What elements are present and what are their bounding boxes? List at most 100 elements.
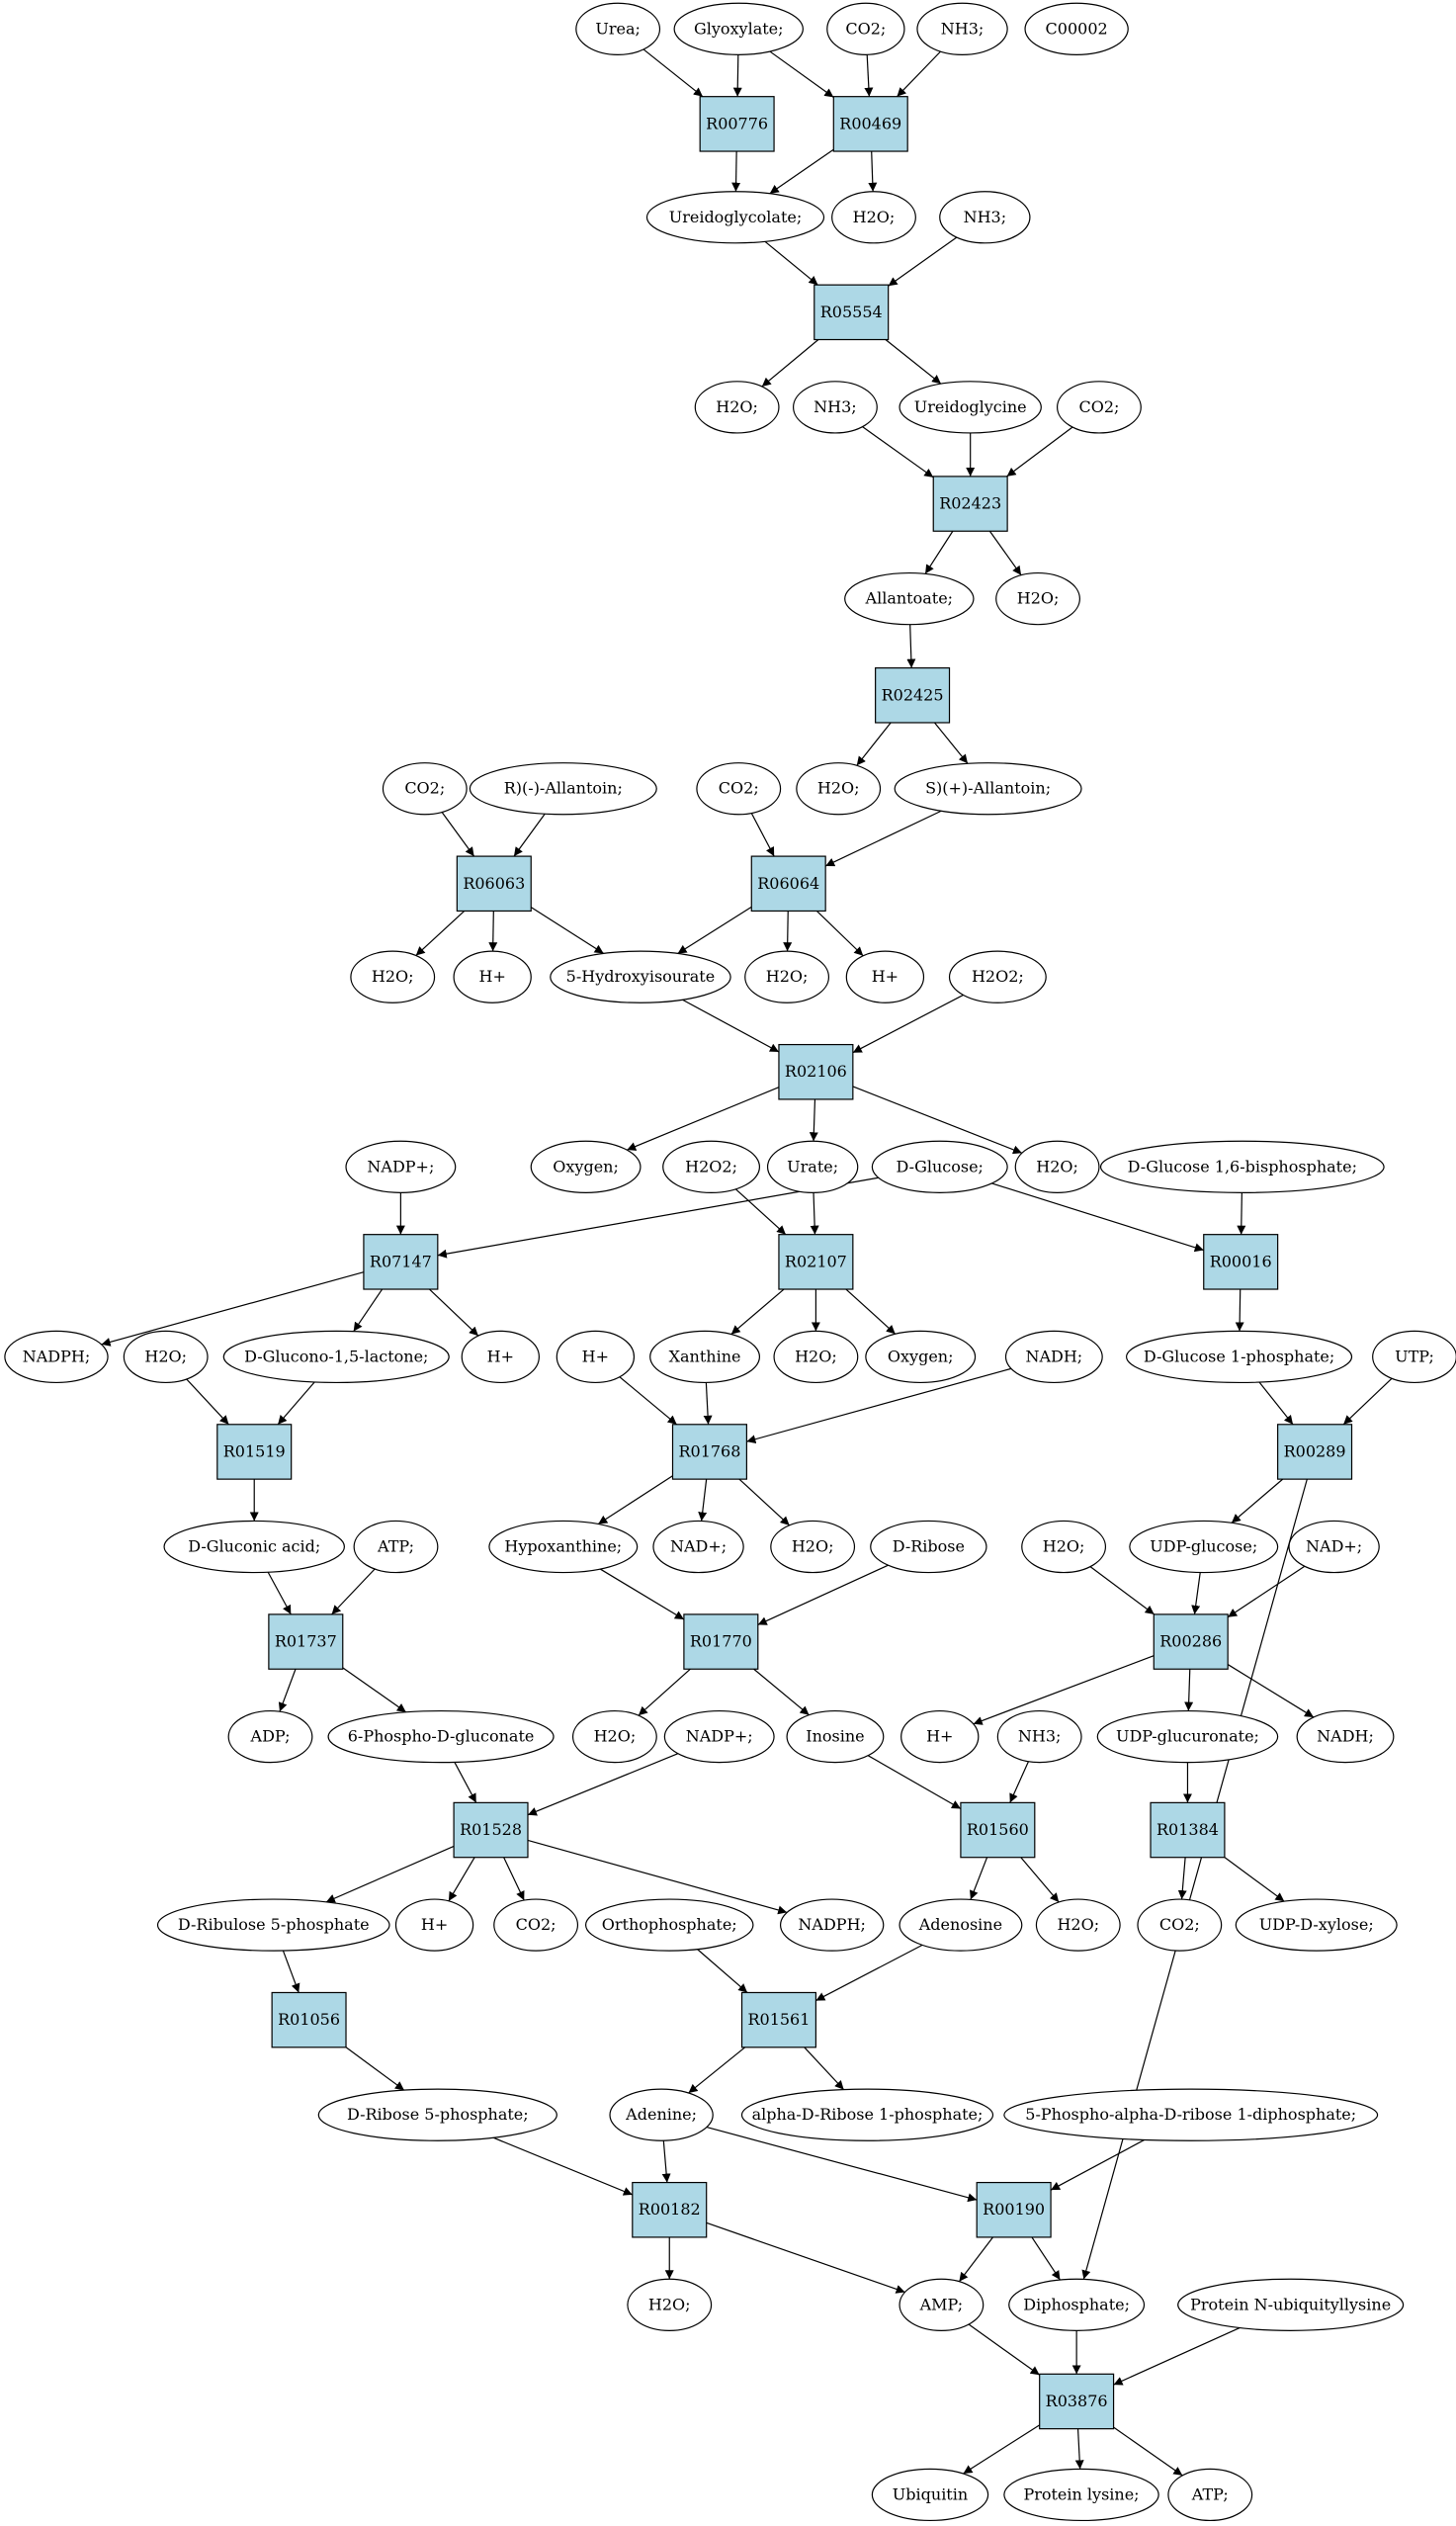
metabolite-node-udpglucose[interactable]: UDP-glucose; [1129,1520,1279,1574]
metabolite-node-co2_5[interactable]: CO2; [493,1898,579,1952]
metabolite-node-h2o_9[interactable]: H2O; [773,1330,859,1384]
metabolite-node-glucono[interactable]: D-Glucono-1,5-lactone; [222,1330,450,1384]
reaction-node-R02106[interactable]: R02106 [778,1043,854,1100]
metabolite-node-h2o_10[interactable]: H2O; [770,1520,856,1574]
reaction-node-R01560[interactable]: R01560 [960,1801,1036,1859]
reaction-node-R00182[interactable]: R00182 [632,2181,708,2238]
metabolite-node-prpp[interactable]: 5-Phospho-alpha-D-ribose 1-diphosphate; [1003,2088,1379,2141]
reaction-node-R01519[interactable]: R01519 [216,1424,293,1480]
metabolite-node-dglucose[interactable]: D-Glucose; [871,1140,1008,1193]
reaction-node-R02423[interactable]: R02423 [932,476,1008,532]
reaction-node-R03876[interactable]: R03876 [1039,2373,1115,2430]
reaction-node-R00190[interactable]: R00190 [976,2181,1052,2238]
metabolite-node-atp_1[interactable]: ATP; [353,1520,439,1574]
metabolite-node-oxygen_2[interactable]: Oxygen; [865,1330,977,1384]
metabolite-node-co2_3[interactable]: CO2; [696,762,782,816]
metabolite-node-dglucose1p[interactable]: D-Glucose 1-phosphate; [1126,1330,1353,1384]
metabolite-node-alpharibose1p[interactable]: alpha-D-Ribose 1-phosphate; [740,2088,994,2141]
reaction-node-R01768[interactable]: R01768 [671,1424,747,1480]
metabolite-node-nh3_2[interactable]: NH3; [939,191,1031,244]
metabolite-node-proteinlysine[interactable]: Protein lysine; [1003,2468,1159,2522]
metabolite-node-h2o_5[interactable]: H2O; [350,950,436,1003]
metabolite-node-diphosphate[interactable]: Diphosphate; [1008,2278,1146,2331]
metabolite-node-h2o_1[interactable]: H2O; [831,191,916,244]
metabolite-node-h2o_2[interactable]: H2O; [694,381,780,434]
metabolite-node-nadpplus_1[interactable]: NADP+; [345,1140,457,1193]
metabolite-node-oxygen_1[interactable]: Oxygen; [530,1140,642,1193]
metabolite-node-hplus_2[interactable]: H+ [845,950,925,1003]
metabolite-node-h2o_3[interactable]: H2O; [995,571,1080,626]
metabolite-node-h2o2_1[interactable]: H2O2; [948,950,1047,1003]
metabolite-node-nadplus_2[interactable]: NAD+; [1288,1520,1380,1574]
metabolite-node-hplus_6[interactable]: H+ [394,1898,474,1952]
metabolite-node-udpglucuronate[interactable]: UDP-glucuronate; [1096,1709,1279,1764]
metabolite-node-ribose5p[interactable]: D-Ribose 5-phosphate; [317,2088,557,2141]
metabolite-node-co2_2[interactable]: CO2; [1056,381,1142,434]
metabolite-node-adenine[interactable]: Adenine; [609,2088,714,2141]
metabolite-node-dglucose16bp[interactable]: D-Glucose 1,6-bisphosphate; [1099,1140,1385,1193]
metabolite-node-allantoate[interactable]: Allantoate; [844,571,975,626]
metabolite-node-nadpplus_2[interactable]: NADP+; [663,1709,775,1764]
reaction-node-R00289[interactable]: R00289 [1277,1424,1353,1480]
reaction-node-R01561[interactable]: R01561 [740,1991,816,2048]
metabolite-node-s_allantoin[interactable]: S)(+)-Allantoin; [894,762,1082,816]
metabolite-node-nh3_3[interactable]: NH3; [793,381,878,434]
metabolite-node-h2o_11[interactable]: H2O; [1021,1520,1107,1574]
metabolite-node-h2o_4[interactable]: H2O; [796,762,882,816]
metabolite-node-atp_2[interactable]: ATP; [1167,2468,1253,2522]
metabolite-node-ribulose5p[interactable]: D-Ribulose 5-phosphate [156,1898,390,1952]
reaction-node-R01528[interactable]: R01528 [453,1801,529,1859]
metabolite-node-h2o_13[interactable]: H2O; [1035,1898,1121,1952]
metabolite-node-amp[interactable]: AMP; [899,2278,985,2331]
metabolite-node-phosphogluconate[interactable]: 6-Phospho-D-gluconate [327,1709,555,1764]
metabolite-node-nh3_4[interactable]: NH3; [996,1709,1082,1764]
metabolite-node-co2_6[interactable]: CO2; [1137,1898,1223,1952]
metabolite-node-nadh_1[interactable]: NADH; [1004,1330,1103,1384]
metabolite-node-hplus_3[interactable]: H+ [461,1330,540,1384]
metabolite-node-gluconic[interactable]: D-Gluconic acid; [163,1520,345,1574]
reaction-node-R00016[interactable]: R00016 [1203,1234,1279,1290]
metabolite-node-ubiquitin[interactable]: Ubiquitin [871,2468,989,2522]
metabolite-node-h2o_12[interactable]: H2O; [571,1709,657,1764]
metabolite-node-hydroxyisourate[interactable]: 5-Hydroxyisourate [550,950,731,1003]
metabolite-node-h2o_14[interactable]: H2O; [627,2278,713,2331]
reaction-node-R06064[interactable]: R06064 [750,855,826,913]
reaction-node-R00776[interactable]: R00776 [699,96,775,152]
reaction-node-R02425[interactable]: R02425 [875,667,951,724]
metabolite-node-h2o_6[interactable]: H2O; [744,950,830,1003]
reaction-node-R00286[interactable]: R00286 [1153,1613,1229,1670]
metabolite-node-hplus_1[interactable]: H+ [453,950,532,1003]
metabolite-node-h2o2_2[interactable]: H2O2; [662,1140,761,1193]
metabolite-node-glyoxylate[interactable]: Glyoxylate; [673,2,804,55]
reaction-node-R07147[interactable]: R07147 [363,1234,439,1290]
reaction-node-R05554[interactable]: R05554 [814,284,890,341]
reaction-node-R01737[interactable]: R01737 [268,1613,344,1670]
metabolite-node-h2o_7[interactable]: H2O; [1014,1140,1100,1193]
metabolite-node-urea[interactable]: Urea; [575,2,661,55]
reaction-node-R01770[interactable]: R01770 [683,1613,759,1670]
metabolite-node-adenosine[interactable]: Adenosine [899,1898,1023,1952]
reaction-node-R01384[interactable]: R01384 [1150,1801,1226,1859]
metabolite-node-utp[interactable]: UTP; [1372,1330,1456,1384]
metabolite-node-inosine[interactable]: Inosine [786,1709,885,1764]
metabolite-node-nadph_1[interactable]: NADPH; [4,1330,109,1384]
metabolite-node-orthophosphate[interactable]: Orthophosphate; [584,1898,754,1952]
metabolite-node-ureidoglycine[interactable]: Ureidoglycine [899,381,1042,434]
metabolite-node-nh3_1[interactable]: NH3; [916,2,1008,55]
metabolite-node-nadph_2[interactable]: NADPH; [779,1898,885,1952]
metabolite-node-adp[interactable]: ADP; [227,1709,313,1764]
metabolite-node-ubiqlysine[interactable]: Protein N-ubiquityllysine [1177,2278,1405,2331]
metabolite-node-ureidoglycolate[interactable]: Ureidoglycolate; [645,191,825,244]
metabolite-node-co2_1[interactable]: CO2; [826,2,905,55]
metabolite-node-dribose[interactable]: D-Ribose [870,1520,987,1574]
metabolite-node-urate[interactable]: Urate; [766,1140,859,1193]
metabolite-node-nadh_2[interactable]: NADH; [1296,1709,1395,1764]
metabolite-node-r_allantoin[interactable]: R)(-)-Allantoin; [469,762,657,816]
metabolite-node-hplus_4[interactable]: H+ [556,1330,636,1384]
reaction-node-R02107[interactable]: R02107 [778,1234,854,1290]
reaction-node-R00469[interactable]: R00469 [832,96,908,152]
metabolite-node-nadplus_1[interactable]: NAD+; [652,1520,744,1574]
reaction-node-R06063[interactable]: R06063 [456,855,532,913]
metabolite-node-hplus_5[interactable]: H+ [900,1709,980,1764]
metabolite-node-hypoxanthine[interactable]: Hypoxanthine; [488,1520,639,1574]
